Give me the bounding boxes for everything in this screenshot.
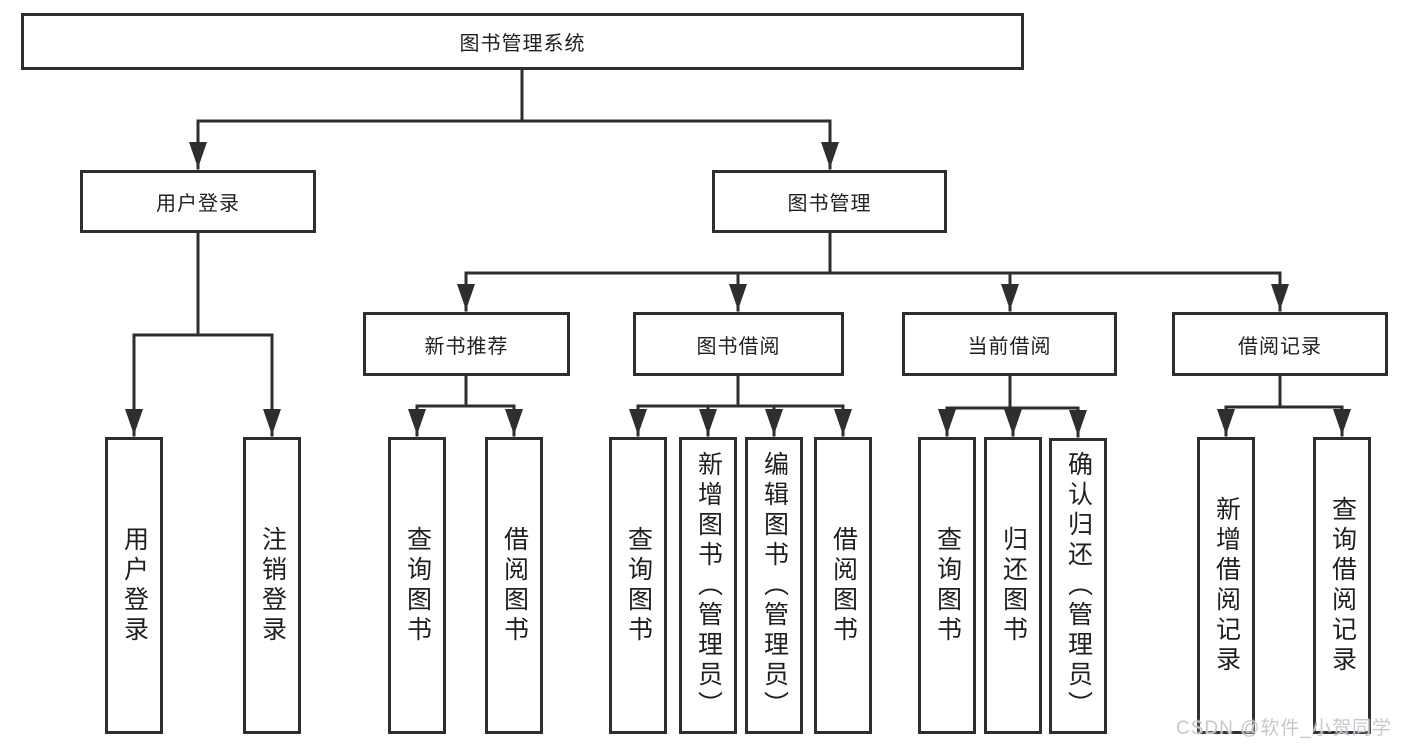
node-borrowing-records: 借阅记录 — [1172, 312, 1388, 376]
leaf-br-add-record: 新增借阅记录 — [1197, 437, 1255, 734]
leaf-cb-confirm-return-admin: 确认归还（管理员） — [1049, 438, 1107, 734]
leaf-nb-query-books: 查询图书 — [388, 437, 446, 734]
leaf-bb-query-books: 查询图书 — [609, 437, 667, 734]
watermark: CSDN @软件_小贺同学 — [1176, 718, 1392, 739]
node-book-borrowing: 图书借阅 — [633, 312, 844, 376]
leaf-bb-edit-books-admin: 编辑图书（管理员） — [745, 437, 803, 734]
node-root: 图书管理系统 — [21, 13, 1024, 70]
node-current-borrowing: 当前借阅 — [902, 312, 1117, 376]
leaf-logout: 注销登录 — [243, 437, 301, 734]
leaf-cb-return-books: 归还图书 — [984, 437, 1042, 734]
leaf-cb-query-books: 查询图书 — [918, 437, 976, 734]
leaf-bb-borrow-books: 借阅图书 — [814, 437, 872, 734]
leaf-br-query-record: 查询借阅记录 — [1313, 437, 1371, 734]
leaf-user-login: 用户登录 — [105, 437, 163, 734]
node-user-login-group: 用户登录 — [80, 170, 316, 233]
leaf-bb-add-books-admin: 新增图书（管理员） — [679, 437, 737, 734]
leaf-nb-borrow-books: 借阅图书 — [485, 437, 543, 734]
node-new-book-recommend: 新书推荐 — [363, 312, 570, 376]
node-book-management: 图书管理 — [712, 170, 947, 233]
